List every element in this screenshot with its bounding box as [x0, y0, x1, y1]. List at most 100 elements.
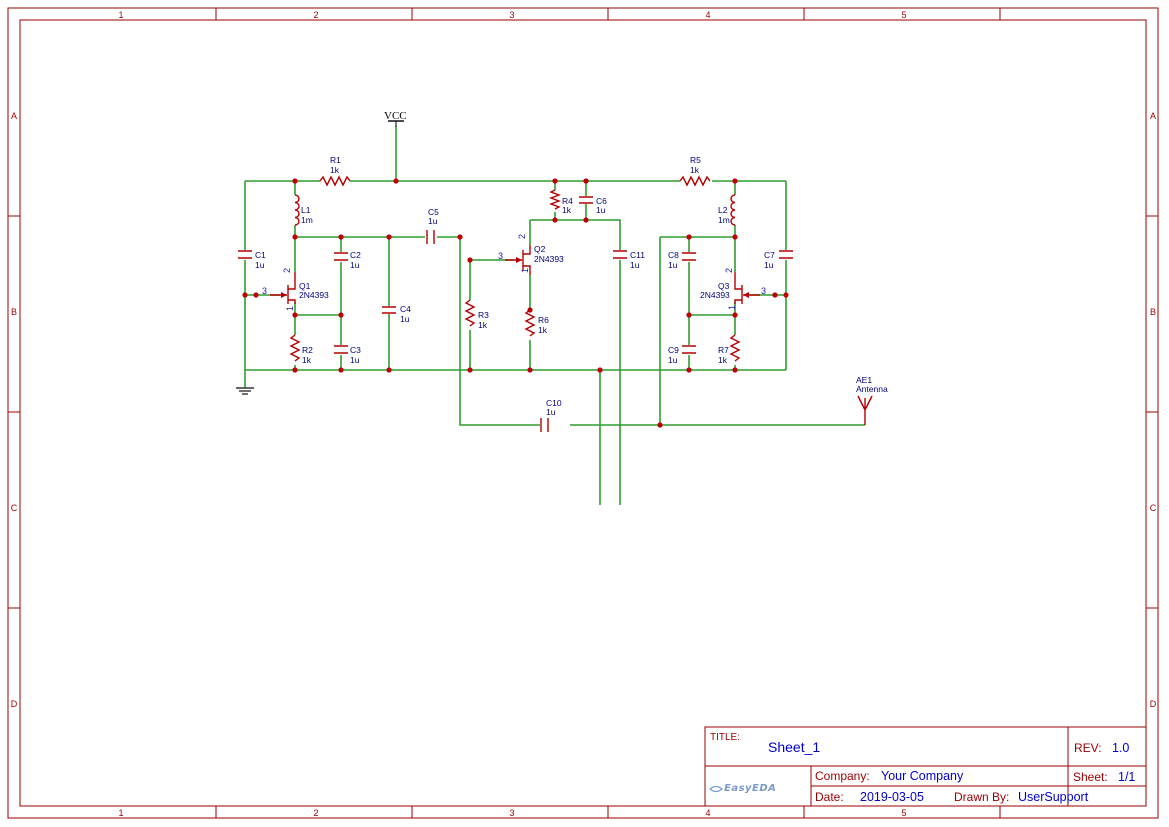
l2-ref: L2 — [718, 205, 728, 215]
row-label-b-right: B — [1150, 307, 1156, 317]
c5-ref: C5 — [428, 207, 439, 217]
q2-ref: Q2 — [534, 244, 546, 254]
junction-dot — [253, 292, 259, 298]
drawn-by-value: UserSupport — [1018, 790, 1089, 804]
r3-ref: R3 — [478, 310, 489, 320]
row-label-d-right: D — [1150, 699, 1157, 709]
capacitor-c7: C7 1u — [764, 250, 793, 270]
q1-pin-source: 1 — [285, 306, 295, 311]
row-label-a-right: A — [1150, 111, 1156, 121]
capacitor-c4: C4 1u — [382, 304, 411, 324]
ae1-ref: AE1 — [856, 375, 872, 385]
q2-pin-source: 1 — [520, 268, 530, 273]
col-label-5-bottom: 5 — [901, 808, 906, 818]
junction-dot — [467, 257, 473, 263]
company-value: Your Company — [881, 769, 964, 783]
vcc-label: VCC — [384, 110, 407, 122]
row-label-c-right: C — [1150, 503, 1157, 513]
c1-val: 1u — [255, 260, 265, 270]
capacitor-c10: C10 1u — [540, 398, 562, 432]
q2-pin-drain: 2 — [517, 234, 527, 239]
q3-pin-drain: 2 — [724, 268, 734, 273]
ae1-val: Antenna — [856, 384, 888, 394]
r6-val: 1k — [538, 325, 548, 335]
junction-dot — [292, 312, 298, 318]
junction-dot — [292, 367, 298, 373]
col-label-2: 2 — [313, 10, 318, 20]
row-label-d: D — [11, 699, 18, 709]
junction-dot — [772, 292, 778, 298]
junction-dot — [292, 234, 298, 240]
r2-val: 1k — [302, 355, 312, 365]
capacitor-c1: C1 1u — [238, 250, 266, 270]
logo-text: EasyEDA — [724, 783, 776, 794]
r5-ref: R5 — [690, 155, 701, 165]
q2-pin-gate: 3 — [498, 251, 503, 261]
capacitor-c9: C9 1u — [668, 345, 696, 365]
capacitor-c6: C6 1u — [579, 196, 607, 215]
junction-dot — [242, 292, 248, 298]
col-label-3-bottom: 3 — [509, 808, 514, 818]
l2-val: 1m — [718, 215, 730, 225]
c11-ref: C11 — [630, 250, 645, 260]
drawing-frame: 1 2 3 4 5 1 2 3 4 5 A B C D A B C D — [7, 7, 1159, 819]
q3-pin-source: 1 — [727, 305, 737, 310]
c10-ref: C10 — [546, 398, 562, 408]
date-value: 2019-03-05 — [860, 790, 924, 804]
q1-pin-gate: 3 — [262, 286, 267, 296]
c7-val: 1u — [764, 260, 774, 270]
q3-pin-gate: 3 — [761, 286, 766, 296]
c6-val: 1u — [596, 205, 606, 215]
c1-ref: C1 — [255, 250, 266, 260]
resistor-r1: R1 1k — [319, 155, 351, 187]
q1-val: 2N4393 — [299, 290, 329, 300]
c8-ref: C8 — [668, 250, 679, 260]
junction-dot — [657, 422, 663, 428]
r4-ref: R4 — [562, 196, 573, 206]
r3-val: 1k — [478, 320, 488, 330]
junction-dot — [386, 234, 392, 240]
junction-dot — [583, 178, 589, 184]
capacitor-c5: C5 1u — [426, 207, 439, 244]
r1-val: 1k — [330, 165, 340, 175]
row-label-b: B — [11, 307, 17, 317]
transistor-q3: 3 2 1 Q3 2N4393 — [700, 268, 766, 310]
capacitor-c2: C2 1u — [334, 250, 361, 270]
inductor-l2: L2 1m — [718, 194, 736, 226]
c8-val: 1u — [668, 260, 678, 270]
col-label-4-bottom: 4 — [705, 808, 710, 818]
col-label-2-bottom: 2 — [313, 808, 318, 818]
junction-dot — [732, 234, 738, 240]
transistor-q2: 3 2 1 Q2 2N4393 — [498, 234, 564, 275]
junction-dot — [597, 367, 603, 373]
col-label-3: 3 — [509, 10, 514, 20]
capacitor-c8: C8 1u — [668, 250, 696, 270]
resistor-r2: R2 1k — [289, 334, 313, 365]
junction-dot — [732, 178, 738, 184]
c5-val: 1u — [428, 216, 438, 226]
title-block: TITLE: Sheet_1 REV: 1.0 Company: Your Co… — [704, 726, 1147, 807]
junctions — [242, 178, 789, 428]
row-label-c: C — [11, 503, 18, 513]
c11-val: 1u — [630, 260, 640, 270]
junction-dot — [583, 217, 589, 223]
rev-value: 1.0 — [1112, 741, 1129, 755]
title-label: TITLE: — [710, 732, 740, 743]
junction-dot — [338, 234, 344, 240]
l1-ref: L1 — [301, 205, 311, 215]
junction-dot — [686, 234, 692, 240]
resistor-r4: R4 1k — [549, 189, 573, 215]
r5-val: 1k — [690, 165, 700, 175]
c7-ref: C7 — [764, 250, 775, 260]
c3-ref: C3 — [350, 345, 361, 355]
sheet-label: Sheet: — [1073, 770, 1108, 784]
junction-dot — [393, 178, 399, 184]
junction-dot — [527, 367, 533, 373]
easyeda-logo: EasyEDA — [709, 783, 776, 794]
col-label-1-bottom: 1 — [118, 808, 123, 818]
resistor-r5: R5 1k — [679, 155, 711, 187]
antenna-ae1: AE1 Antenna — [856, 375, 888, 425]
junction-dot — [467, 367, 473, 373]
transistor-q1: 3 2 1 Q1 2N4393 — [262, 268, 329, 311]
